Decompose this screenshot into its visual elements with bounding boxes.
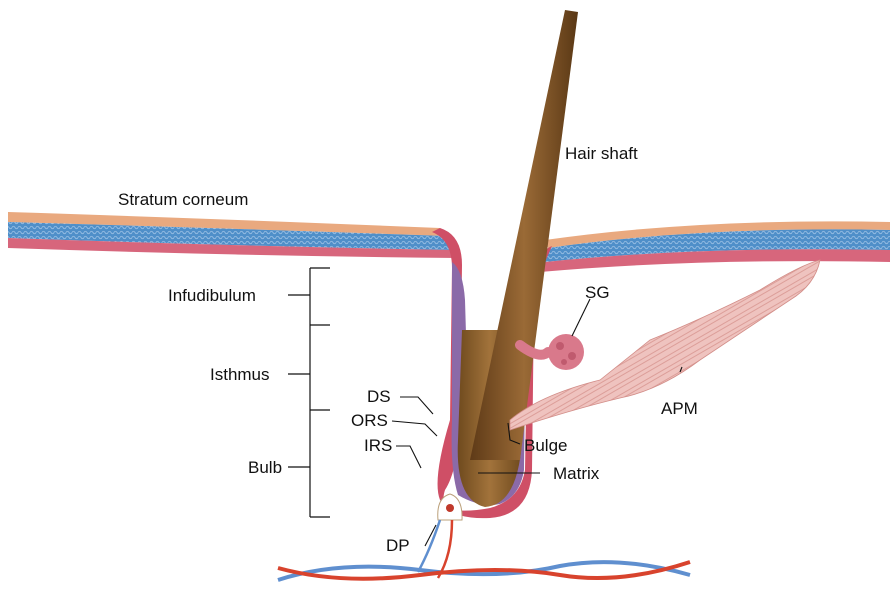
label-sg: SG xyxy=(585,283,610,302)
blood-vessels xyxy=(278,520,690,580)
label-bulge: Bulge xyxy=(524,436,567,455)
leader-lines xyxy=(392,299,682,546)
label-ds: DS xyxy=(367,387,391,406)
label-ors: ORS xyxy=(351,411,388,430)
region-bracket xyxy=(288,268,330,517)
label-dp: DP xyxy=(386,536,410,555)
label-bulb: Bulb xyxy=(248,458,282,477)
skin-left xyxy=(8,212,458,258)
label-stratum-corneum: Stratum corneum xyxy=(118,190,248,209)
label-hair-shaft: Hair shaft xyxy=(565,144,638,163)
label-infudibulum: Infudibulum xyxy=(168,286,256,305)
label-matrix: Matrix xyxy=(553,464,600,483)
label-isthmus: Isthmus xyxy=(210,365,270,384)
skin-right xyxy=(540,221,890,272)
label-irs: IRS xyxy=(364,436,392,455)
label-apm: APM xyxy=(661,399,698,418)
